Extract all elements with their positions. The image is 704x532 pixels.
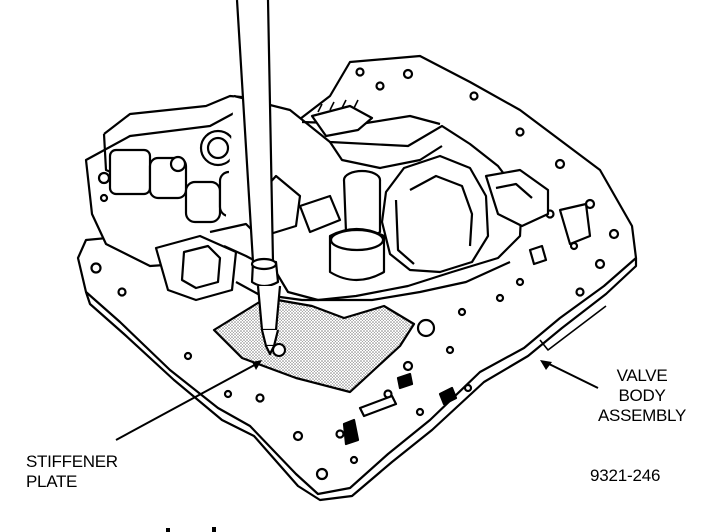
leader-lines (115, 360, 599, 441)
scan-marks (166, 527, 216, 532)
stiffener-label-line-2: PLATE (26, 472, 78, 491)
valve-body-assembly-label: VALVE BODY ASSEMBLY (590, 366, 694, 426)
valve-label-line-2: BODY (618, 386, 666, 405)
valve-body-leader (544, 361, 599, 389)
valve-label-line-3: ASSEMBLY (598, 406, 686, 425)
valve-body-casting (84, 94, 550, 302)
screwdriver (235, 0, 282, 356)
stiffener-label-line-1: STIFFENER (26, 452, 118, 471)
valve-label-line-1: VALVE (616, 366, 668, 385)
stiffener-plate-label: STIFFENER PLATE (26, 452, 118, 492)
stiffener-plate-leader (115, 361, 261, 441)
figure-number: 9321-246 (590, 466, 661, 485)
